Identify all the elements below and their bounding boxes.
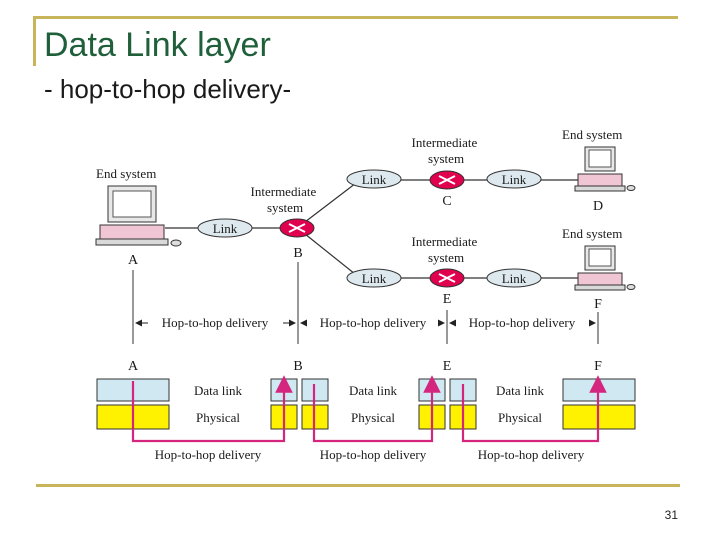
router-icon (429, 170, 465, 190)
slide-subtitle: - hop-to-hop delivery- (44, 74, 292, 104)
node-label-f: F (594, 297, 602, 312)
layer-label-physical: Physical (351, 410, 395, 425)
layer-label-physical: Physical (498, 410, 542, 425)
stack-label-f: F (594, 359, 602, 374)
delivery-path (131, 375, 607, 443)
router-icon (429, 268, 465, 288)
label-line: system (428, 250, 464, 265)
svg-text:Link: Link (213, 221, 238, 236)
hop-delivery-label: Hop-to-hop delivery (320, 447, 427, 462)
computer-icon (574, 146, 636, 192)
frame-left-line (33, 16, 36, 66)
label-line: Intermediate (412, 234, 478, 249)
node-label-a: A (128, 253, 139, 268)
stack-label-a: A (128, 359, 139, 374)
end-system-label-d: End system (562, 127, 622, 142)
layer-label-data-link: Data link (496, 383, 545, 398)
hop-delivery-label: Hop-to-hop delivery (162, 315, 269, 330)
label-line: system (267, 200, 303, 215)
link-oval: Link (486, 169, 542, 189)
hop-delivery-label: Hop-to-hop delivery (155, 447, 262, 462)
intermediate-system-label-c: Intermediate system (412, 135, 481, 166)
layer-label-data-link: Data link (349, 383, 398, 398)
svg-text:Link: Link (362, 172, 387, 187)
stack-label-b: B (293, 359, 302, 374)
node-label-d: D (593, 199, 603, 214)
svg-text:Link: Link (502, 172, 527, 187)
svg-text:Link: Link (502, 271, 527, 286)
computer-icon (95, 185, 182, 247)
node-label-e: E (443, 292, 452, 307)
end-system-label-f: End system (562, 226, 622, 241)
hop-delivery-label: Hop-to-hop delivery (320, 315, 427, 330)
svg-text:Link: Link (362, 271, 387, 286)
stack-label-e: E (443, 359, 452, 374)
frame-top-line (33, 16, 678, 19)
intermediate-system-label-e: Intermediate system (412, 234, 481, 265)
end-system-label-a: End system (96, 166, 156, 181)
hop-delivery-label: Hop-to-hop delivery (469, 315, 576, 330)
computer-icon (574, 245, 636, 291)
router-icon (279, 218, 315, 238)
hop-boundaries (132, 262, 599, 344)
page-number: 31 (664, 508, 678, 522)
label-line: Intermediate (412, 135, 478, 150)
hop-delivery-label: Hop-to-hop delivery (478, 447, 585, 462)
intermediate-system-label-b: Intermediate system (251, 184, 320, 215)
slide-title: Data Link layer (44, 26, 271, 64)
node-label-b: B (293, 246, 302, 261)
frame-bottom-line (36, 484, 680, 487)
label-line: Intermediate (251, 184, 317, 199)
link-oval: Link (346, 268, 402, 288)
layer-label-data-link: Data link (194, 383, 243, 398)
node-label-c: C (442, 194, 451, 209)
link-oval: Link (346, 169, 402, 189)
layer-label-physical: Physical (196, 410, 240, 425)
label-line: system (428, 151, 464, 166)
link-oval: Link (197, 218, 253, 238)
link-oval: Link (486, 268, 542, 288)
